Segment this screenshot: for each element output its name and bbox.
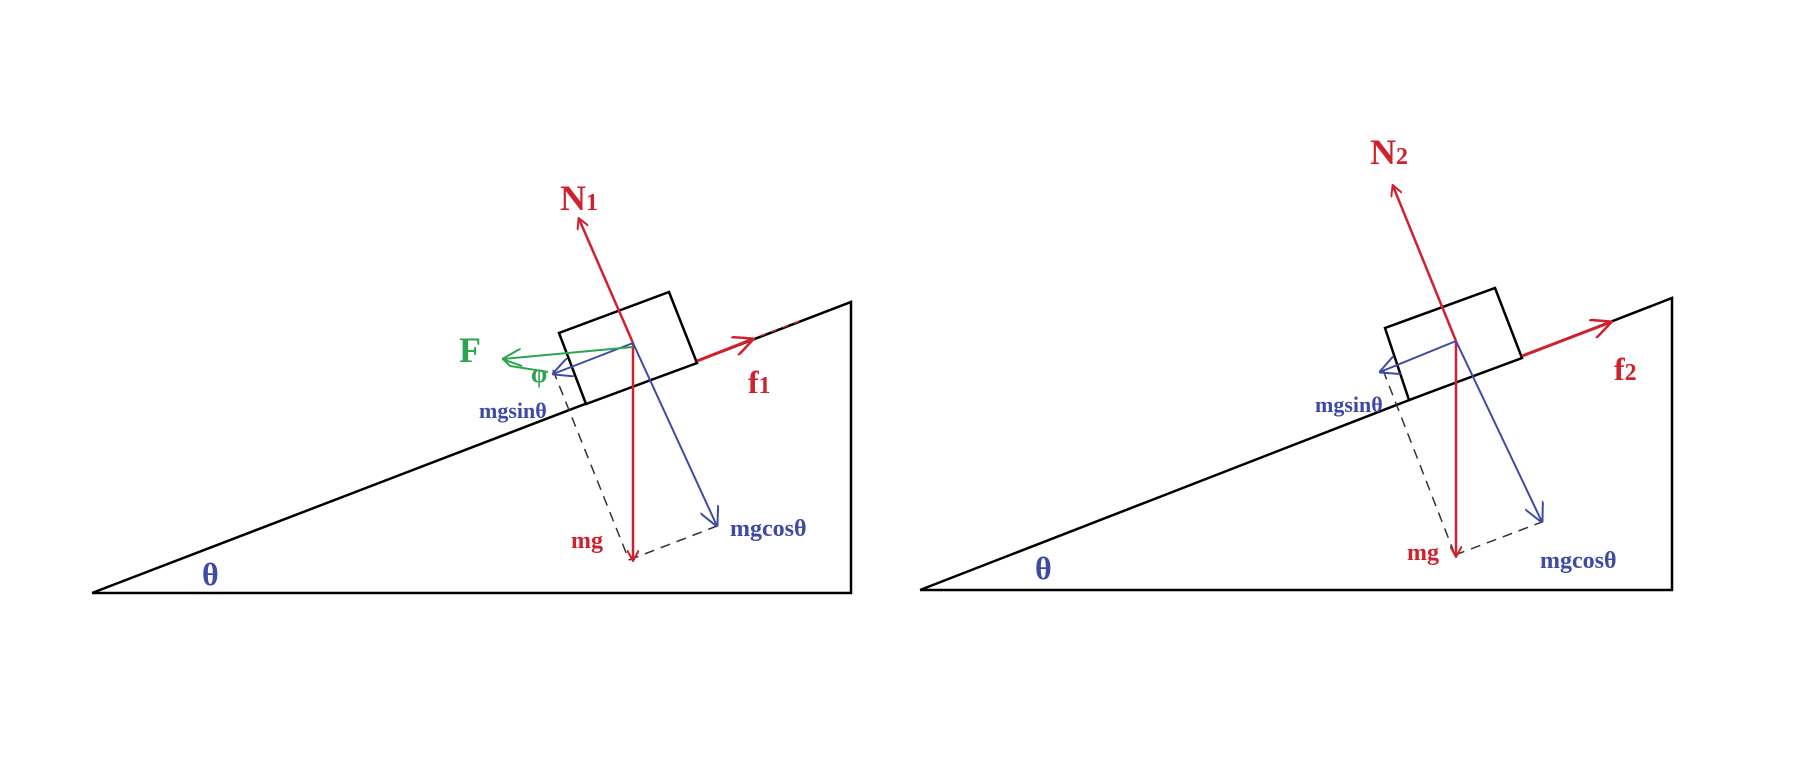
left-applied-force-arrow (503, 346, 634, 359)
left-mgsin-label: mgsinθ (479, 398, 547, 423)
left-normal-label: N1 (560, 178, 598, 218)
left-mg-label: mg (571, 528, 603, 554)
left-dashed-line-1 (552, 369, 630, 561)
left-mgcos-label: mgcosθ (730, 516, 807, 542)
right-dashed-line-1 (1382, 369, 1456, 556)
left-applied-force-label: F (459, 330, 481, 370)
right-incline (919, 296, 1674, 592)
left-diagram: N1 f1 F φ mgsinθ mgcosθ mg θ (91, 178, 853, 595)
left-dashed-line-2 (628, 525, 718, 561)
right-theta-label: θ (1035, 550, 1052, 586)
right-friction-label: f2 (1614, 351, 1637, 387)
left-theta-label: θ (202, 556, 219, 592)
left-friction-arrow (696, 339, 753, 363)
right-diagram: N2 f2 mgsinθ mgcosθ mg θ (919, 132, 1674, 592)
right-mgcos-label: mgcosθ (1540, 548, 1617, 574)
right-friction-arrow (1521, 322, 1611, 358)
right-mgsin-arrow (1380, 340, 1457, 372)
left-normal-arrow (579, 219, 635, 344)
right-normal-arrow (1393, 186, 1458, 342)
left-friction-label: f1 (748, 364, 771, 400)
right-dashed-line-2 (1454, 521, 1543, 556)
left-phi-arc (502, 358, 549, 373)
right-mgcos-arrow (1455, 340, 1542, 522)
right-normal-label: N2 (1370, 132, 1408, 172)
right-mgsin-label: mgsinθ (1315, 392, 1383, 417)
left-phi-label: φ (531, 359, 547, 388)
left-incline (91, 300, 853, 595)
right-block (1383, 286, 1524, 402)
left-mgcos-arrow (632, 342, 717, 526)
right-mg-label: mg (1407, 540, 1439, 566)
